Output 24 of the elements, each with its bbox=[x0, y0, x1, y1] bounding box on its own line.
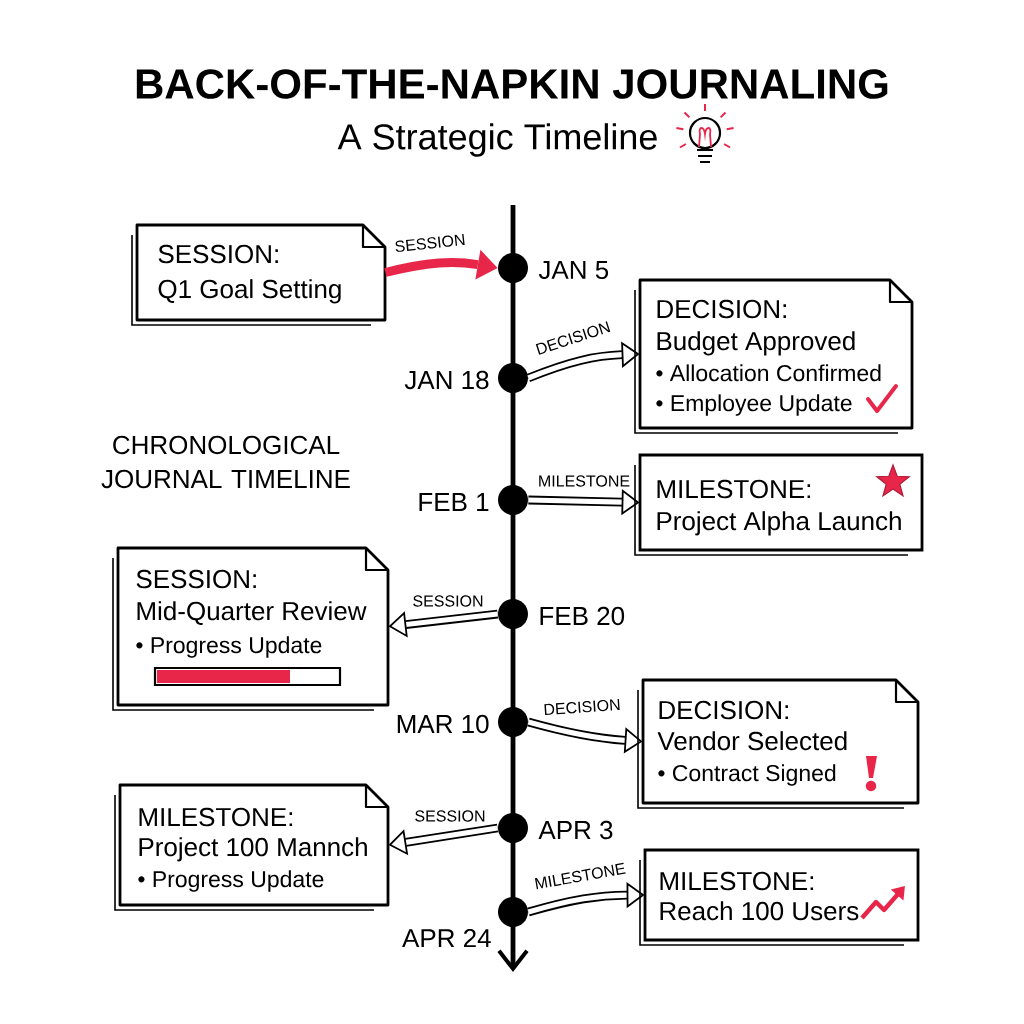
edge-label: MILESTONE bbox=[535, 473, 633, 489]
date-label: APR 24 bbox=[402, 928, 491, 948]
date-label: JAN 18 bbox=[404, 370, 489, 390]
note-card: SESSION: Mid-Quarter Review • Progress Update bbox=[112, 546, 390, 711]
title: BACK-OF-THE-NAPKIN JOURNALING bbox=[136, 69, 888, 99]
note-card: DECISION: Vendor Selected • Contract Signed bbox=[637, 678, 920, 809]
note-card: MILESTONE: Project 100 Mannch • Progress Update bbox=[114, 783, 390, 911]
note-card: DECISION: Budget Approved • Allocation Confirmed • Employee Update bbox=[634, 278, 914, 434]
edge-label: DECISION bbox=[540, 696, 624, 718]
edge-label: MILESTONE bbox=[531, 860, 629, 892]
side-heading: CHRONOLOGICAL JOURNAL TIMELINE bbox=[101, 435, 350, 489]
edge-label: SESSION bbox=[412, 808, 488, 824]
note-card: MILESTONE: Project Alpha Launch bbox=[634, 453, 924, 556]
date-label: JAN 5 bbox=[538, 260, 609, 280]
date-label: MAR 10 bbox=[397, 714, 489, 734]
arrow bbox=[384, 249, 498, 280]
date-label: FEB 1 bbox=[419, 493, 489, 511]
subtitle: A Strategic Timeline bbox=[337, 123, 657, 157]
note-card: SESSION: Q1 Goal Setting bbox=[131, 223, 387, 326]
date-label: APR 3 bbox=[538, 820, 613, 840]
date-label: FEB 20 bbox=[540, 606, 625, 626]
edge-label: SESSION bbox=[410, 593, 486, 609]
note-card: MILESTONE: Reach 100 Users bbox=[639, 848, 920, 946]
edge-label: SESSION bbox=[391, 231, 469, 255]
